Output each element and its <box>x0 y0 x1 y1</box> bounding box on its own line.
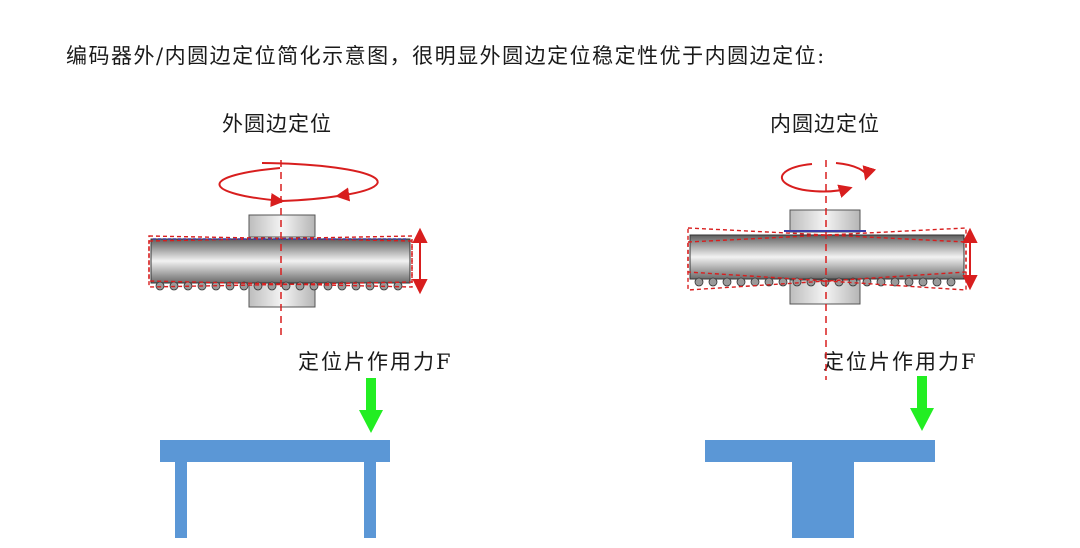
left-force-label: 定位片作用力F <box>298 350 453 374</box>
right-hub-top <box>789 209 861 233</box>
left-encoder-assembly <box>148 160 428 538</box>
right-fixture-frame <box>705 440 935 538</box>
right-force-label: 定位片作用力F <box>823 350 978 374</box>
left-rotation-arrow <box>218 162 379 208</box>
right-panel-title: 内圆边定位 <box>770 112 880 136</box>
right-tilt-envelope <box>687 227 967 291</box>
right-force-arrow <box>910 376 934 431</box>
left-hub-top <box>248 214 316 238</box>
left-panel-title: 外圆边定位 <box>222 112 332 136</box>
diagram-caption: 编码器外/内圆边定位简化示意图，很明显外圆边定位稳定性优于内圆边定位: <box>66 44 826 68</box>
right-encoder-disk <box>689 234 965 280</box>
right-rotation-arrow <box>780 162 877 198</box>
left-force-arrow <box>359 378 383 433</box>
right-wobble-arrow <box>962 227 978 291</box>
left-wobble-arrow <box>412 227 428 295</box>
right-encoder-assembly <box>687 160 978 538</box>
left-fixture-frame <box>160 440 390 538</box>
